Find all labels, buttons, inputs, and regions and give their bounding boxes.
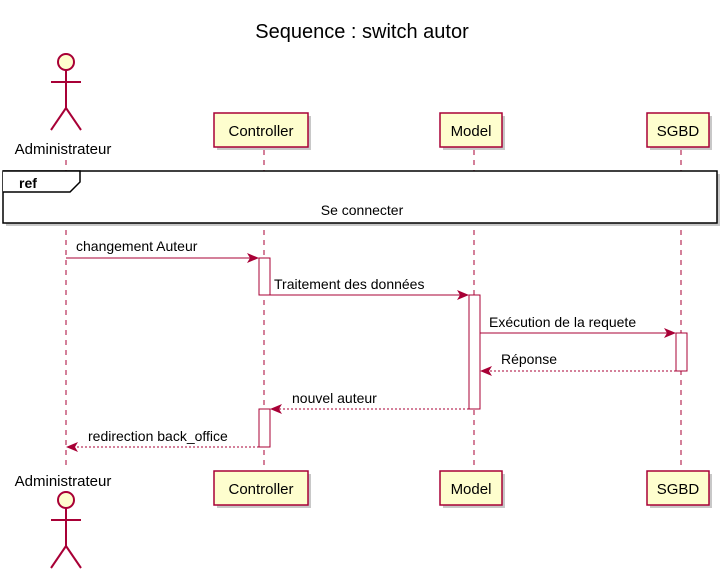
ref-frame: ref Se connecter [2, 170, 720, 226]
participant-label: Controller [228, 481, 293, 498]
actor-label: Administrateur [15, 141, 112, 158]
ref-label: Se connecter [321, 202, 404, 218]
message-label: changement Auteur [76, 238, 198, 254]
diagram-title: Sequence : switch autor [255, 21, 469, 43]
actor-administrateur-bottom: Administrateur [15, 473, 112, 569]
stick-figure-icon [50, 491, 82, 569]
message-changement-auteur: changement Auteur [66, 238, 259, 263]
message-label: redirection back_office [88, 428, 228, 444]
message-label: Exécution de la requete [489, 314, 636, 330]
participant-model-top: Model [439, 112, 505, 150]
participant-controller-top: Controller [213, 112, 311, 150]
participant-label: SGBD [657, 481, 700, 498]
participant-label: Model [451, 123, 492, 140]
message-reponse: Réponse [480, 351, 676, 376]
message-label: Traitement des données [274, 276, 424, 292]
participant-model-bottom: Model [439, 470, 505, 508]
message-traitement-donnees: Traitement des données [270, 276, 469, 300]
ref-keyword: ref [19, 175, 37, 191]
actor-administrateur-top: Administrateur [15, 53, 112, 158]
activation-controller-2 [258, 408, 271, 448]
message-redirection-back-office: redirection back_office [66, 428, 259, 452]
stick-figure-icon [50, 53, 82, 131]
activations [258, 257, 688, 448]
participant-label: SGBD [657, 123, 700, 140]
participant-sgbd-top: SGBD [646, 112, 712, 150]
participant-sgbd-bottom: SGBD [646, 470, 712, 508]
message-label: nouvel auteur [292, 390, 377, 406]
participant-label: Model [451, 481, 492, 498]
activation-sgbd-1 [675, 332, 688, 372]
message-nouvel-auteur: nouvel auteur [270, 390, 469, 414]
message-execution-requete: Exécution de la requete [480, 314, 676, 338]
message-label: Réponse [501, 351, 557, 367]
participant-controller-bottom: Controller [213, 470, 311, 508]
activation-controller-1 [258, 257, 271, 296]
messages: changement Auteur Traitement des données… [66, 238, 676, 452]
actor-label: Administrateur [15, 473, 112, 490]
participant-label: Controller [228, 123, 293, 140]
activation-model-1 [468, 294, 481, 410]
